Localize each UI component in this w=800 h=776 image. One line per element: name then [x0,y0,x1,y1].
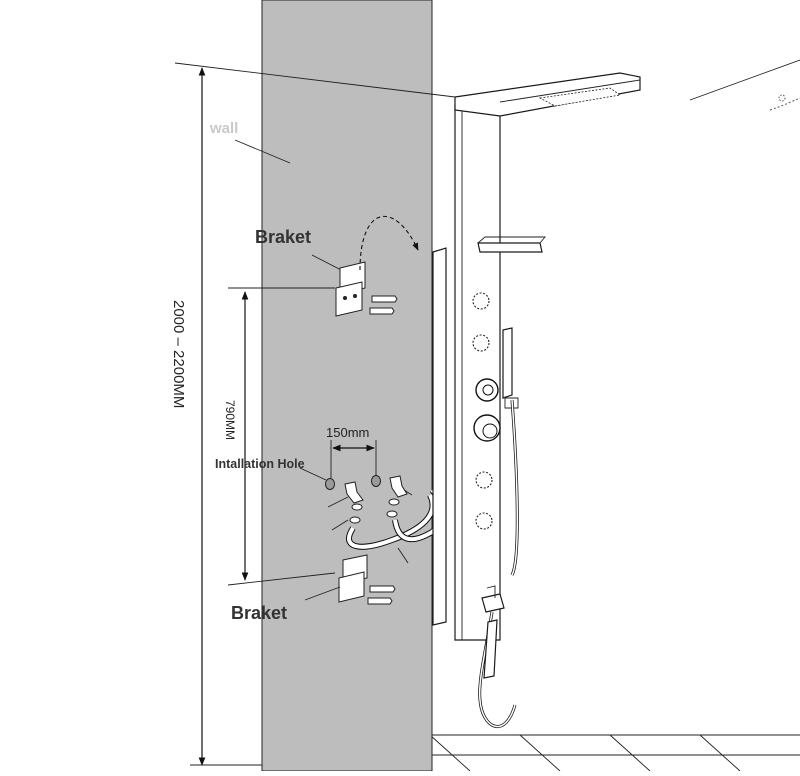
body-jet-2 [472,334,490,352]
bracket-spacing-label: 790MM [223,400,237,440]
elbow-fittings [327,475,413,564]
installation-hole-leader [299,467,327,481]
bracket-bottom-label: Braket [231,603,287,623]
top-bracket: Braket [255,227,398,317]
installation-hole-label: Intallation Hole [215,457,305,471]
shower-panel [432,72,641,728]
body-jet-1 [472,292,490,310]
installation-hole-left [325,478,335,490]
overall-height-dimension: 2000 – 2200MM [170,67,262,766]
bracket-spacing-dimension: 790MM [223,287,336,586]
overall-height-label: 2000 – 2200MM [170,300,187,408]
wall-slab [261,0,433,772]
hole-spacing-label: 150mm [326,425,369,440]
bottom-bracket: Braket [231,554,396,623]
wall-leader-line [234,139,291,164]
body-jet-4 [475,512,493,530]
wall-label: wall [209,120,238,137]
bracket-top-label: Braket [255,227,311,247]
body-jet-3 [475,471,493,489]
hole-spacing-dimension: 150mm [326,425,377,478]
installation-hole-right [371,475,381,487]
background-panel-edge [689,59,800,111]
top-reference-line [174,62,456,98]
